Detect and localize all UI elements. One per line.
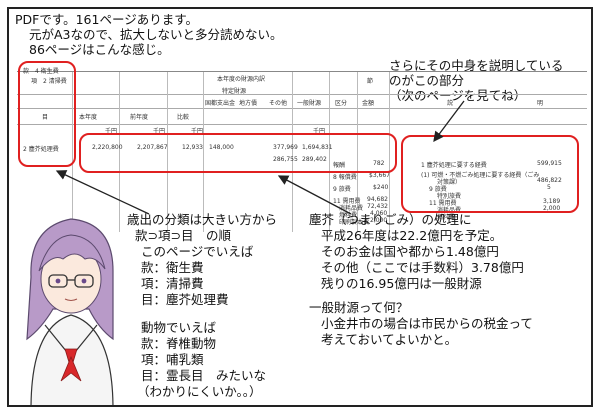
callout-left-line-6: 目：塵芥処理費: [141, 292, 229, 307]
doc-header-other: その他: [269, 100, 288, 107]
highlight-category-oval: [18, 61, 76, 167]
doc-expl-value: 2,000: [543, 205, 561, 212]
doc-unit: 千円: [191, 128, 204, 135]
doc-value-other: 377,969: [273, 144, 298, 151]
doc-item: 8 報償費: [333, 174, 357, 181]
doc-expl-value: 486,822: [537, 177, 562, 184]
doc-row-label: 2 塵芥処理費: [23, 146, 59, 153]
doc-header-bond: 地方債: [239, 100, 258, 107]
doc-header-general: 一般財源: [297, 100, 322, 107]
callout-mid-line-3: そのお金は国や都から1.48億円: [321, 244, 499, 259]
callout-left-line-10: 項：哺乳類: [141, 352, 204, 367]
callout-mid-line-7: 一般財源って何？: [309, 300, 409, 315]
doc-item: 印刷製本費: [339, 219, 370, 226]
doc-item-value: 94,682: [367, 196, 388, 203]
doc-expl: 11 需用費: [429, 200, 457, 207]
doc-item-value: $240: [373, 184, 389, 191]
callout-left-line-9: 款：脊椎動物: [141, 336, 217, 351]
arrow-to-explanation: [433, 100, 465, 143]
doc-expl: 消耗品費: [437, 207, 462, 214]
doc-header-setsu2: 説: [447, 100, 454, 107]
header-line-1: PDFです。161ページあります。: [15, 12, 198, 27]
doc-value-general-2: 289,402: [302, 156, 327, 163]
doc-unit: 千円: [153, 128, 166, 135]
callout-mid-line-4: その他（ここでは手数料）3.78億円: [321, 260, 524, 275]
doc-item-value: 4,060: [370, 210, 388, 217]
callout-mid-line-5: 残りの16.95億円は一般財源: [321, 276, 482, 291]
doc-expl-value: 599,915: [537, 160, 562, 167]
doc-item-value: 2,000: [370, 217, 388, 224]
header-line-2: 元がA3なので、拡大しないと多分読めない。: [29, 27, 283, 42]
doc-item-value: $3,667: [369, 172, 390, 179]
doc-unit: 千円: [313, 128, 326, 135]
doc-kan: 款 4 衛生費: [23, 68, 59, 75]
doc-value-current: 2,220,800: [92, 144, 123, 151]
doc-expl: 1 塵芥処理に要する経費: [421, 162, 487, 169]
callout-right-line-2: のがこの部分: [389, 73, 465, 88]
doc-expl: 9 旅費: [429, 186, 447, 193]
doc-value-other-2: 286,755: [273, 156, 298, 163]
highlight-explanation-oval: [401, 135, 579, 213]
doc-value-general: 1,694,831: [302, 144, 333, 151]
callout-left-line-11: 目：霊長目 みたいな: [141, 368, 267, 383]
doc-header-setsu: 節: [367, 78, 374, 85]
callout-mid-line-9: 考えておいてよいかと。: [321, 332, 458, 347]
arrow-to-amounts: [277, 175, 352, 215]
character-illustration: [26, 218, 114, 405]
doc-item: 11 需用費: [333, 198, 361, 205]
doc-item: 消耗品費: [339, 205, 364, 212]
doc-item-value: 782: [373, 160, 385, 167]
doc-value-previous: 2,207,867: [137, 144, 168, 151]
callout-left-line-2: 款⊃項⊃目 の順: [135, 228, 231, 243]
doc-header-kingaku: 金額: [362, 100, 375, 107]
budget-document: 款 4 衛生費 項 2 清掃費 目 本年度 前年度 比較 本年度の財源内訳 特定…: [17, 68, 587, 232]
callout-mid-line-8: 小金井市の場合は市民からの税金って: [321, 316, 533, 331]
callout-left-line-12: （わかりにくいか。。）: [137, 384, 262, 399]
doc-header-kubun: 区分: [335, 100, 348, 107]
doc-expl: 特別旅費: [437, 193, 462, 200]
callout-left-line-8: 動物でいえば: [141, 320, 217, 335]
doc-header-national: 国都支出金: [205, 100, 236, 107]
comic-panel: PDFです。161ページあります。 元がA3なので、拡大しないと多分読めない。 …: [7, 7, 593, 407]
doc-expl: 燃料費: [437, 214, 456, 221]
doc-header-previous: 前年度: [130, 114, 149, 121]
annotation-arrows: [55, 100, 465, 215]
doc-expl-value: 3,189: [543, 198, 561, 205]
doc-item-value: 72,432: [367, 203, 388, 210]
doc-header-specific: 特定財源: [222, 88, 247, 95]
callout-mid-line-2: 平成26年度は22.2億円を予定。: [321, 228, 503, 243]
doc-header-moku: 目: [42, 114, 49, 121]
callout-left-line-5: 項：清掃費: [141, 276, 204, 291]
doc-value-national: 148,000: [209, 144, 234, 151]
header-line-3: 86ページはこんな感じ。: [29, 42, 170, 57]
doc-header-breakdown: 本年度の財源内訳: [217, 76, 266, 83]
doc-expl: (1) 可燃・不燃ごみ処理に要する経費（ごみ: [421, 172, 540, 179]
callout-left-line-4: 款：衛生費: [141, 260, 204, 275]
callout-left-line-3: このページでいえば: [141, 244, 254, 259]
callout-right-line-1: さらにその中身を説明している: [389, 58, 564, 73]
doc-item: 9 旅費: [333, 186, 351, 193]
doc-value-compare: 12,933: [182, 144, 203, 151]
callout-right-line-3: （次のページを見てね）: [389, 88, 527, 103]
doc-expl: 対策課）: [437, 179, 462, 186]
highlight-amounts-oval: [79, 133, 397, 173]
arrow-to-category: [55, 170, 150, 215]
doc-header-current: 本年度: [79, 114, 98, 121]
doc-header-mei: 明: [537, 100, 544, 107]
doc-item: 燃料費: [339, 212, 358, 219]
doc-expl-value: 5: [547, 184, 551, 191]
doc-item: 報酬: [333, 162, 346, 169]
doc-kou: 項 2 清掃費: [31, 78, 67, 85]
callout-mid-line-1: 塵芥（つまりごみ）の処理に: [309, 212, 472, 227]
doc-header-compare: 比較: [177, 114, 190, 121]
doc-unit: 千円: [105, 128, 118, 135]
callout-left-line-1: 歳出の分類は大きい方から: [127, 212, 278, 227]
